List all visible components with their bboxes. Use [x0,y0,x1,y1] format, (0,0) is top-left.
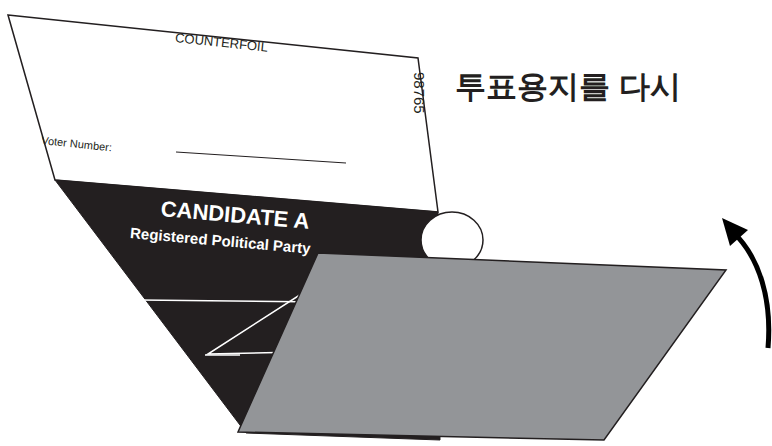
punch-hole [421,212,483,268]
voter-number-line [176,152,346,163]
arrow-head [722,218,748,246]
curved-arrow [733,232,769,348]
row-line [140,300,322,302]
serial-number: 98765 [411,72,428,114]
candidate-band-outline [55,180,440,440]
grey-flap [238,253,726,440]
row-line [205,354,240,356]
fold-line [208,282,320,354]
instruction-heading: 투표용지를 다시 [455,66,681,108]
